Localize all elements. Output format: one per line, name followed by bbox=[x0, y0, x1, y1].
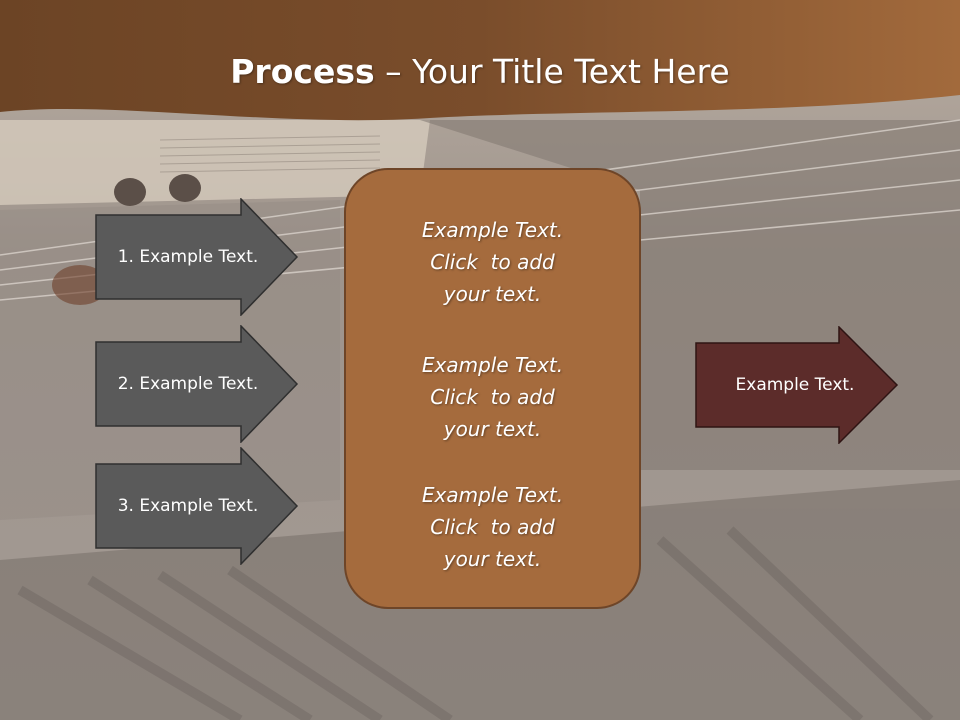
paragraph-line: your text. bbox=[443, 547, 542, 571]
paragraph-line: your text. bbox=[443, 282, 542, 306]
paragraph-line: Example Text. bbox=[421, 218, 564, 242]
arrow-shape-icon bbox=[695, 326, 899, 444]
paragraph-line: your text. bbox=[443, 417, 542, 441]
left-arrow-2-label: 2. Example Text. bbox=[117, 374, 259, 394]
center-text-box[interactable]: Example Text. Click to add your text. Ex… bbox=[344, 168, 641, 609]
left-arrow-1-label: 1. Example Text. bbox=[117, 247, 259, 267]
paragraph-line: Example Text. bbox=[421, 353, 564, 377]
arrow-shape-icon bbox=[95, 198, 299, 316]
left-arrow-1[interactable]: 1. Example Text. bbox=[95, 198, 300, 316]
page-title: Process – Your Title Text Here bbox=[0, 52, 960, 91]
left-arrow-3-label: 3. Example Text. bbox=[117, 496, 259, 516]
left-arrow-3[interactable]: 3. Example Text. bbox=[95, 447, 300, 565]
title-rest-part: – Your Title Text Here bbox=[374, 52, 730, 91]
center-paragraph-3: Example Text. Click to add your text. bbox=[346, 479, 639, 575]
paragraph-line: Example Text. bbox=[421, 483, 564, 507]
right-arrow[interactable]: Example Text. bbox=[695, 326, 900, 444]
right-arrow-label: Example Text. bbox=[735, 375, 855, 395]
arrow-shape-icon bbox=[95, 325, 299, 443]
center-paragraph-2: Example Text. Click to add your text. bbox=[346, 349, 639, 445]
left-arrow-2[interactable]: 2. Example Text. bbox=[95, 325, 300, 443]
arrow-shape-icon bbox=[95, 447, 299, 565]
paragraph-line: Click to add bbox=[430, 515, 555, 539]
paragraph-line: Click to add bbox=[430, 385, 555, 409]
title-bold-part: Process bbox=[230, 52, 375, 91]
paragraph-line: Click to add bbox=[430, 250, 555, 274]
center-paragraph-1: Example Text. Click to add your text. bbox=[346, 214, 639, 310]
